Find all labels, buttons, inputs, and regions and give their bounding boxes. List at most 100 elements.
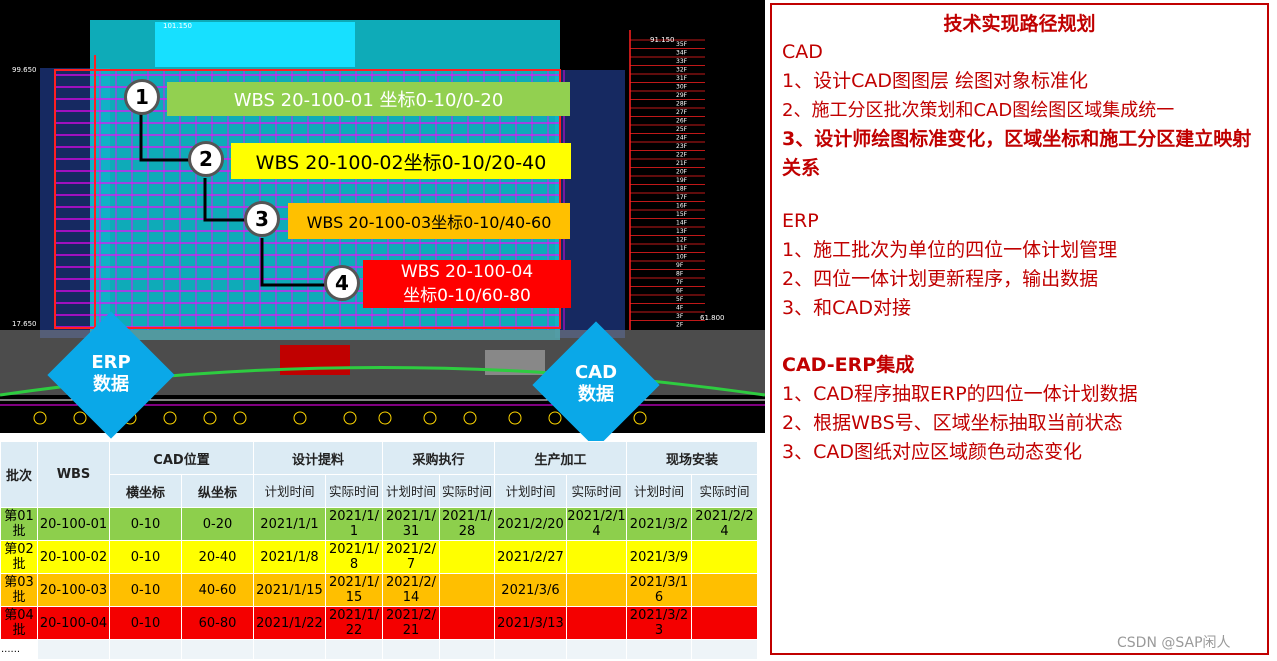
step-marker-1: 1 — [124, 79, 160, 115]
floor-mark: 8F — [676, 271, 684, 278]
section-heading: ERP — [782, 210, 819, 232]
section-item: 3、CAD图纸对应区域颜色动态变化 — [782, 441, 1082, 463]
header-actual-time: 实际时间 — [691, 474, 758, 508]
floor-mark: 30F — [676, 84, 688, 91]
cell-batch: 第03批 — [0, 573, 38, 607]
cell-i-act — [691, 606, 758, 640]
elevation-label: 17.650 — [12, 320, 37, 328]
cell-wbs: 20-100-04 — [37, 606, 110, 640]
cell-i-plan: 2021/3/16 — [626, 573, 692, 607]
cell-p-act — [439, 540, 495, 574]
wbs-label-4-line2: 坐标0-10/60-80 — [403, 286, 531, 306]
cell-m-act — [566, 573, 627, 607]
axis-bubble — [508, 411, 522, 425]
header-actual-time: 实际时间 — [325, 474, 383, 508]
cell-i-act: 2021/2/24 — [691, 507, 758, 541]
floor-mark: 13F — [676, 228, 688, 235]
empty-cell — [109, 639, 182, 660]
cell-d-plan: 2021/1/15 — [253, 573, 326, 607]
cad-data-label: CAD 数据 — [556, 362, 636, 406]
cell-p-plan: 2021/2/7 — [382, 540, 440, 574]
axis-bubble — [378, 411, 392, 425]
floor-mark: 17F — [676, 194, 688, 201]
floor-mark: 21F — [676, 160, 688, 167]
cell-m-act — [566, 606, 627, 640]
floor-mark: 16F — [676, 203, 688, 210]
empty-cell — [382, 639, 440, 660]
axis-bubble — [548, 411, 562, 425]
floor-mark: 25F — [676, 126, 688, 133]
cell-wbs: 20-100-02 — [37, 540, 110, 574]
cell-m-plan: 2021/3/6 — [494, 573, 567, 607]
step-marker-4: 4 — [324, 265, 360, 301]
header-cad-position: CAD位置 — [109, 441, 254, 475]
floor-mark: 26F — [676, 118, 688, 125]
cell-i-plan: 2021/3/23 — [626, 606, 692, 640]
empty-cell — [37, 639, 110, 660]
cell-y: 0-20 — [181, 507, 254, 541]
cell-x: 0-10 — [109, 507, 182, 541]
floor-mark: 32F — [676, 67, 688, 74]
cell-d-plan: 2021/1/8 — [253, 540, 326, 574]
empty-cell — [253, 639, 326, 660]
empty-cell — [325, 639, 383, 660]
header-design: 设计提料 — [253, 441, 383, 475]
axis-bubble — [343, 411, 357, 425]
floor-mark: 35F — [676, 41, 688, 48]
section-item-highlight: 3、设计师绘图标准变化，区域坐标和施工分区建立映射关系 — [782, 128, 1252, 179]
cell-p-act — [439, 606, 495, 640]
cell-y: 20-40 — [181, 540, 254, 574]
header-wbs: WBS — [37, 441, 110, 508]
ellipsis-cell: ...... — [0, 639, 38, 660]
cell-d-act: 2021/1/8 — [325, 540, 383, 574]
cell-x: 0-10 — [109, 540, 182, 574]
floor-mark: 9F — [676, 262, 684, 269]
header-plan-time: 计划时间 — [626, 474, 692, 508]
cell-m-plan: 2021/3/13 — [494, 606, 567, 640]
floor-mark: 5F — [676, 296, 684, 303]
table-row-ellipsis: ...... — [0, 639, 758, 660]
header-plan-time: 计划时间 — [382, 474, 440, 508]
wbs-label-1: WBS 20-100-01 坐标0-10/0-20 — [167, 82, 570, 116]
cell-m-act: 2021/2/14 — [566, 507, 627, 541]
cell-m-act — [566, 540, 627, 574]
cell-d-act: 2021/1/1 — [325, 507, 383, 541]
cell-d-plan: 2021/1/1 — [253, 507, 326, 541]
wbs-label-3: WBS 20-100-03坐标0-10/40-60 — [288, 203, 570, 239]
step-marker-2: 2 — [188, 141, 224, 177]
header-y: 纵坐标 — [181, 474, 254, 508]
elevation-label: 91.150 — [650, 36, 675, 44]
floor-mark: 28F — [676, 101, 688, 108]
axis-bubble — [163, 411, 177, 425]
cell-batch: 第02批 — [0, 540, 38, 574]
cell-i-plan: 2021/3/9 — [626, 540, 692, 574]
section-item: 3、和CAD对接 — [782, 297, 911, 319]
axis-bubble — [423, 411, 437, 425]
axis-bubble — [203, 411, 217, 425]
axis-bubble — [293, 411, 307, 425]
axis-bubble — [33, 411, 47, 425]
cell-d-act: 2021/1/15 — [325, 573, 383, 607]
axis-bubble — [463, 411, 477, 425]
header-install: 现场安装 — [626, 441, 758, 475]
empty-cell — [691, 639, 758, 660]
cell-x: 0-10 — [109, 573, 182, 607]
panel-title: 技术实现路径规划 — [943, 13, 1096, 35]
cell-d-act: 2021/1/22 — [325, 606, 383, 640]
floor-mark: 27F — [676, 109, 688, 116]
header-production: 生产加工 — [494, 441, 627, 475]
floor-mark: 6F — [676, 288, 684, 295]
empty-cell — [626, 639, 692, 660]
cell-wbs: 20-100-01 — [37, 507, 110, 541]
floor-mark: 4F — [676, 305, 684, 312]
cell-i-act — [691, 573, 758, 607]
floor-mark: 10F — [676, 254, 688, 261]
step-connector — [139, 100, 340, 287]
batch-plan-table: 批次 WBS CAD位置 设计提料 采购执行 生产加工 现场安装 横坐标 纵坐标… — [0, 441, 758, 660]
floor-mark: 22F — [676, 152, 688, 159]
step-marker-3: 3 — [244, 201, 280, 237]
cell-batch: 第04批 — [0, 606, 38, 640]
erp-data-label-line1: ERP — [91, 352, 131, 373]
